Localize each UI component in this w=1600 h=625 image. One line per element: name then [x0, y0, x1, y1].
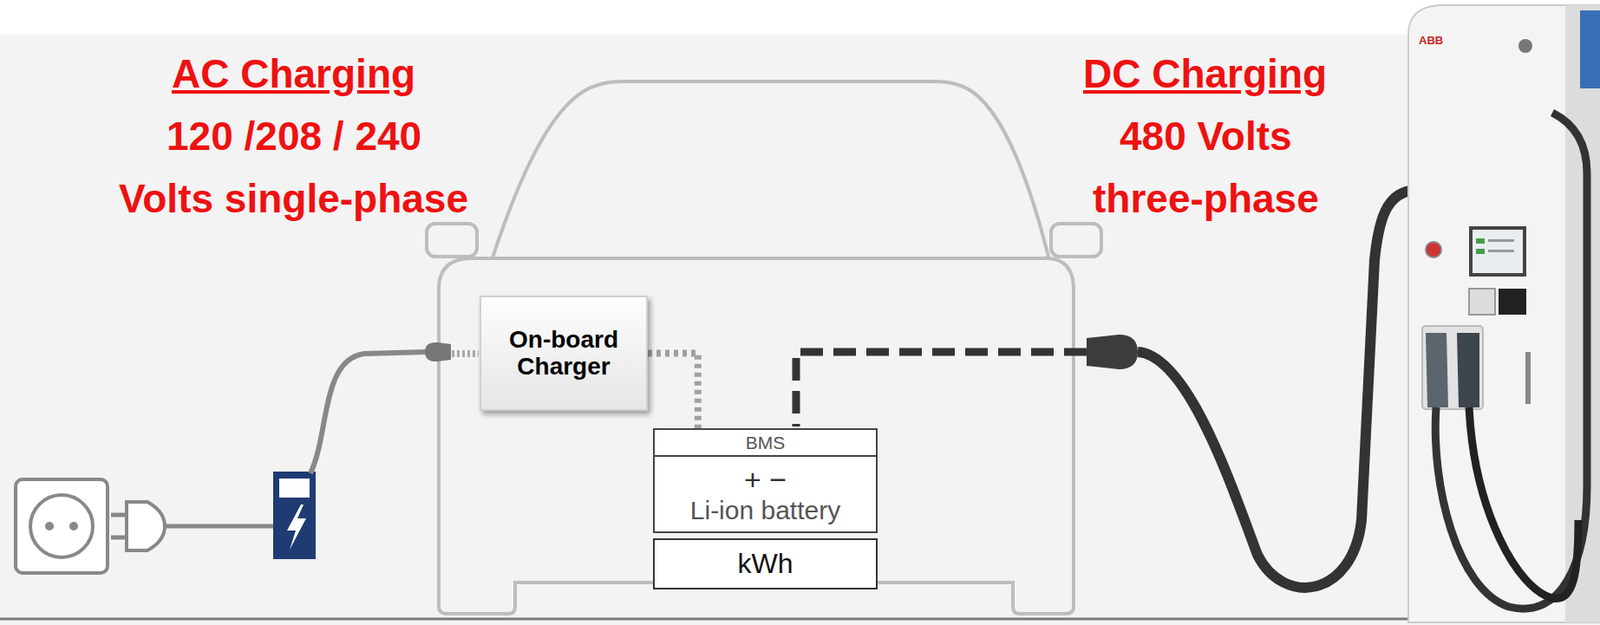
node-text: + −: [744, 463, 787, 497]
car-mirror: [1051, 223, 1102, 257]
plug-cord: [164, 524, 274, 529]
charger-knob: [1518, 39, 1533, 53]
dc-feed-line: [796, 352, 1087, 427]
voltage-label: 120 /208 / 240: [166, 114, 422, 159]
voltage-label: 480 Volts: [1119, 114, 1293, 159]
card-reader: [1469, 288, 1496, 315]
node-text: Li-ion battery: [690, 496, 841, 525]
charger-cable: [1435, 112, 1587, 609]
socket-hole: [45, 522, 54, 531]
screen-mark: [1488, 249, 1515, 253]
node-text: kWh: [737, 548, 794, 580]
section-heading: DC Charging: [1083, 52, 1327, 97]
evse-screen: [279, 478, 310, 498]
card-reader: [1498, 288, 1527, 315]
background: [0, 34, 1600, 625]
lightning-bolt: [287, 504, 307, 550]
section-heading: AC Charging: [171, 52, 416, 97]
bms-box: BMS: [653, 428, 878, 458]
connector-handle: [1425, 333, 1449, 408]
mains-plug: [126, 502, 165, 551]
dc-inlet: [1086, 334, 1138, 370]
capacity-box: kWh: [653, 538, 878, 590]
evse-box: [273, 471, 316, 560]
connector-handle: [1456, 333, 1480, 408]
socket-hole: [69, 522, 79, 531]
screen-mark: [1475, 238, 1485, 244]
phase-label: three-phase: [1092, 176, 1320, 222]
charger-stripe: [1580, 10, 1600, 89]
phase-label: Volts single-phase: [118, 176, 469, 222]
car-mirror: [426, 223, 477, 257]
ground-line: [0, 618, 1409, 621]
brand-logo: ABB: [1418, 34, 1444, 47]
charger-cable: [1469, 407, 1579, 599]
plug-prong: [111, 513, 127, 518]
plug-prong: [111, 535, 127, 541]
charger-box: On-board Charger: [479, 295, 648, 412]
charger-housing: [1408, 5, 1600, 623]
screen-display: [1472, 229, 1523, 274]
charger-screen: [1469, 226, 1527, 277]
screen-mark: [1475, 248, 1485, 255]
node-text: BMS: [745, 432, 786, 453]
car-body: [438, 258, 1074, 614]
car-roof: [491, 81, 1050, 261]
wall-socket: [15, 479, 108, 574]
stop-button: [1425, 241, 1442, 258]
socket-face: [30, 495, 93, 558]
node-text: On-board Charger: [486, 326, 641, 381]
power-line: [647, 353, 699, 430]
car-outline: [426, 81, 1102, 614]
ac-inlet: [424, 342, 451, 362]
battery-box: + −Li-ion battery: [653, 455, 878, 534]
ac-cable: [310, 352, 427, 474]
dc-cable: [1137, 190, 1411, 588]
ac-feed-line: [451, 350, 479, 358]
holster: [1422, 326, 1483, 410]
charger-handle: [1525, 352, 1531, 405]
screen-mark: [1488, 239, 1515, 242]
